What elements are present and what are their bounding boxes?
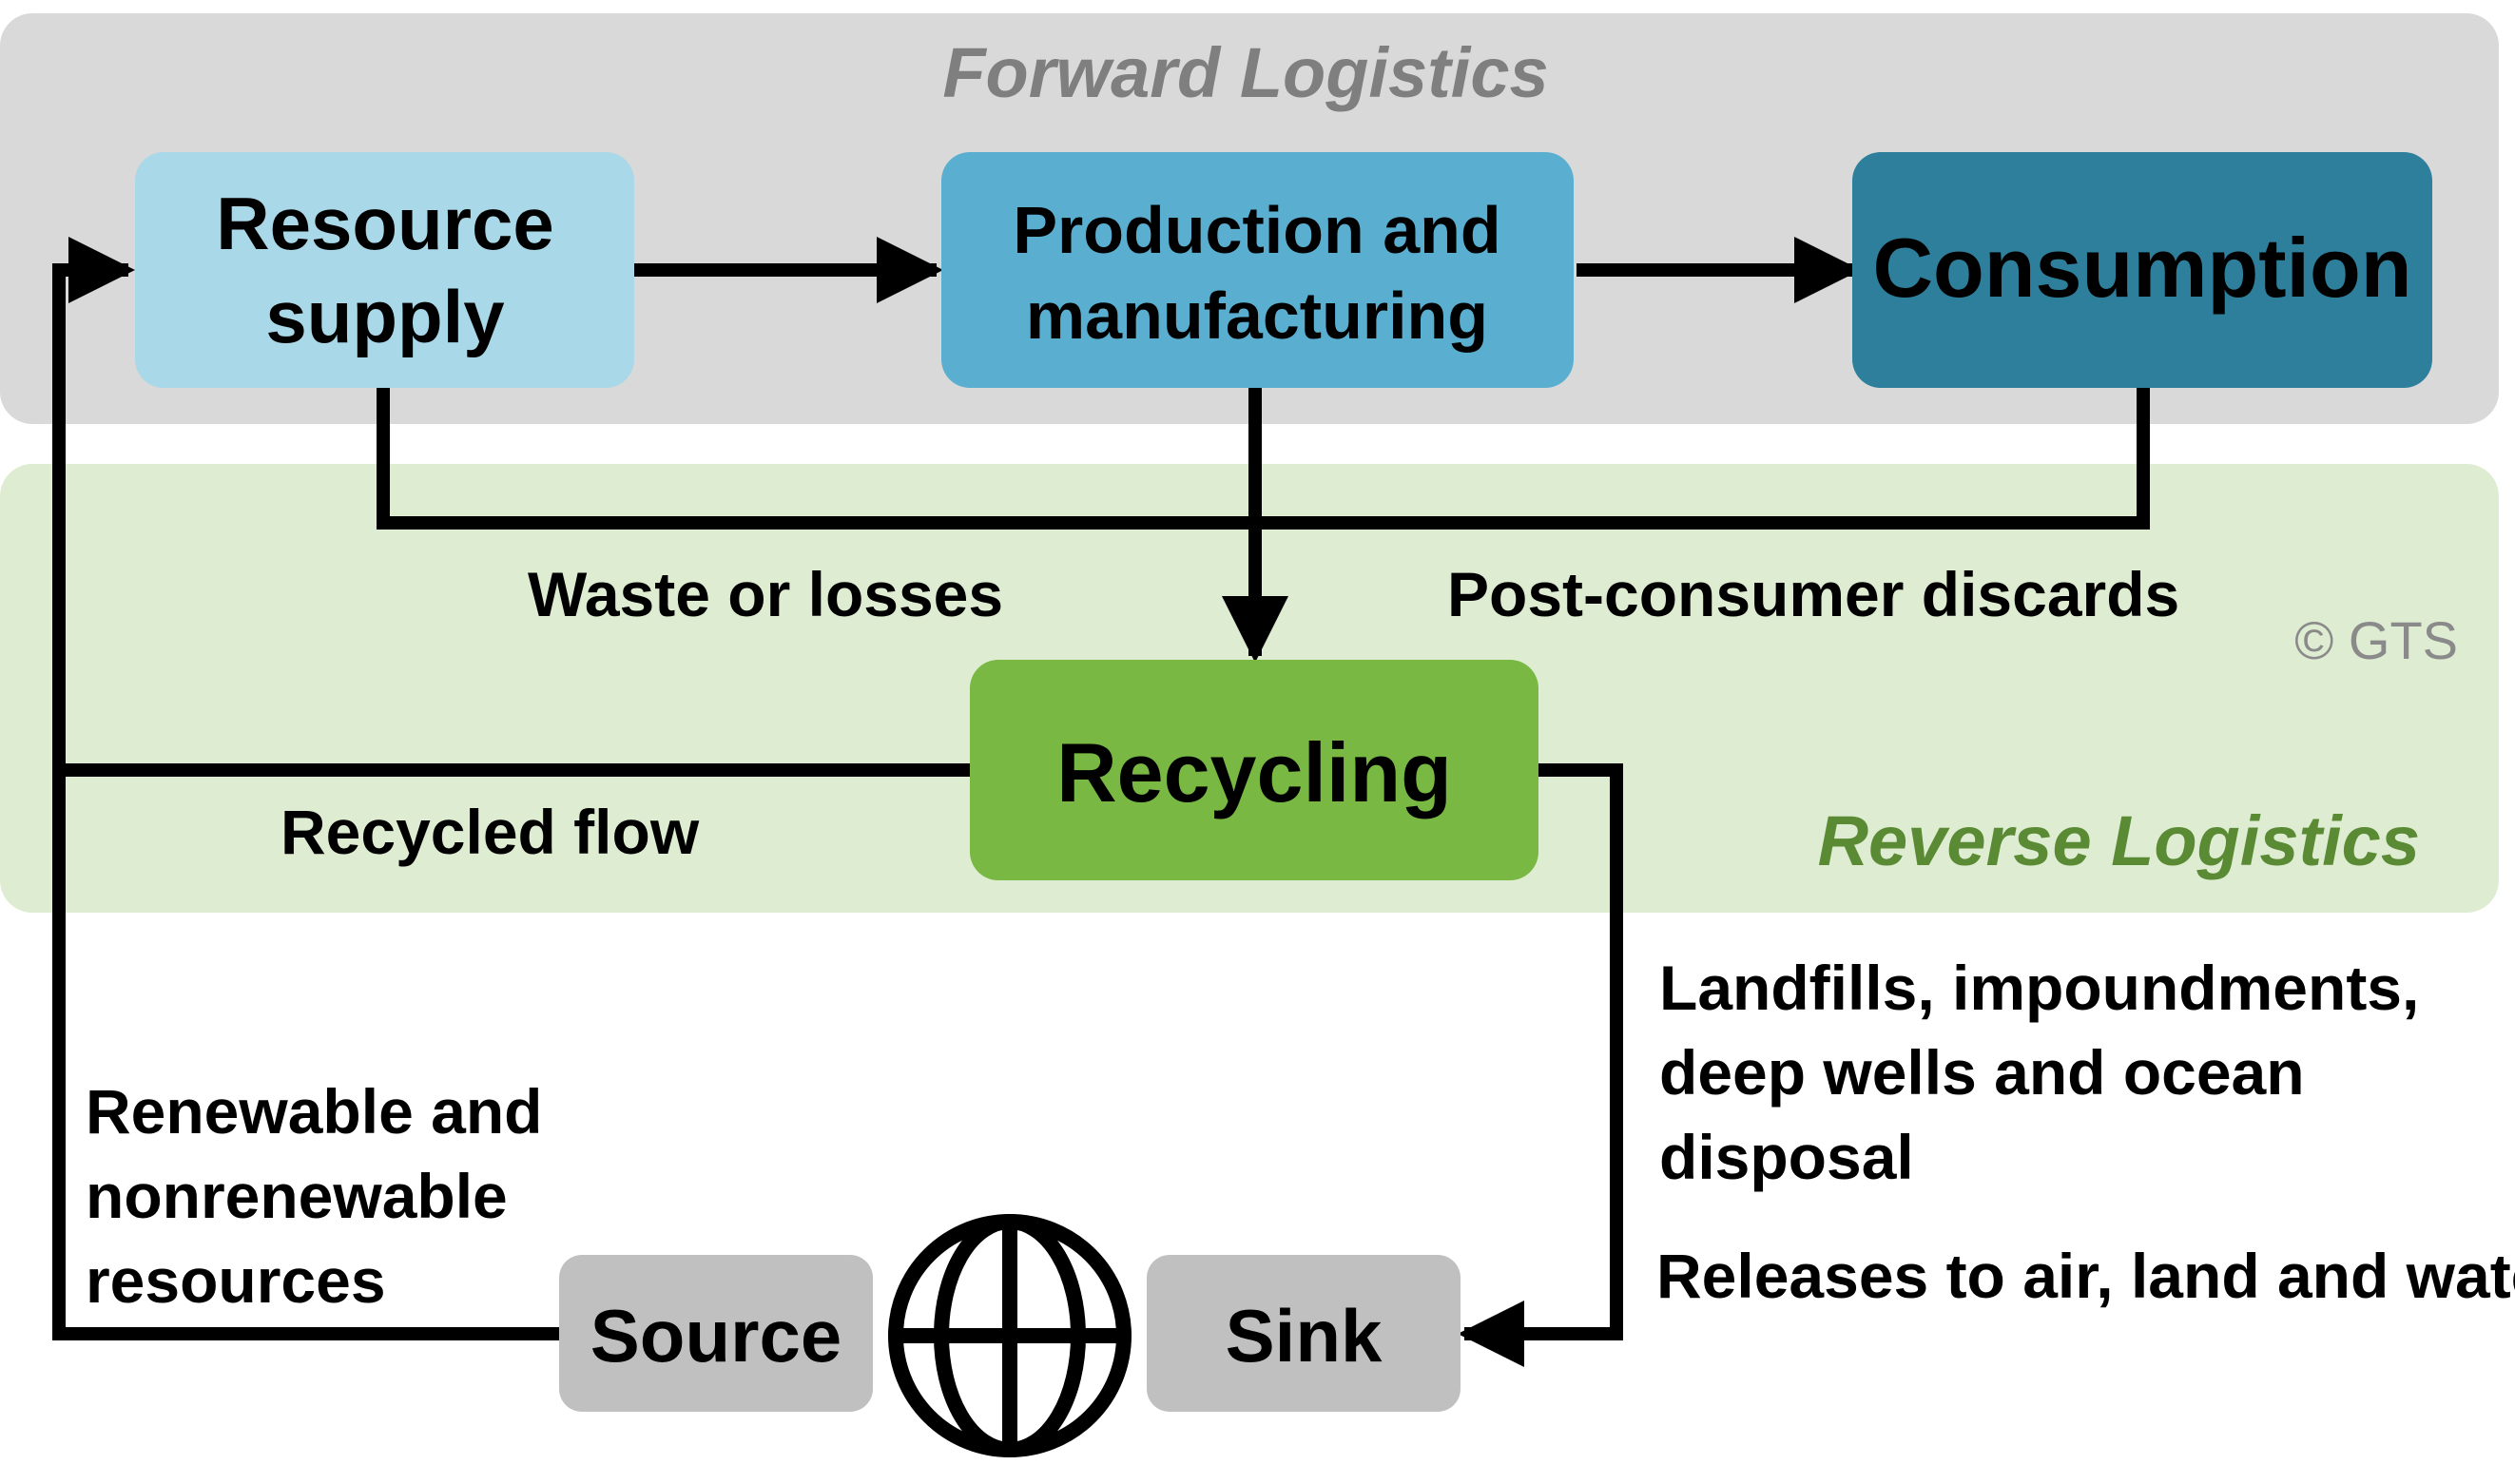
resources-line-1: Renewable and xyxy=(86,1076,542,1147)
node-production: Production and manufacturing xyxy=(941,152,1574,388)
releases-label: Releases to air, land and water xyxy=(1656,1241,2515,1311)
post-consumer-label: Post-consumer discards xyxy=(1447,559,2179,629)
recycling-label: Recycling xyxy=(1056,725,1452,819)
resources-line-2: nonrenewable xyxy=(86,1161,508,1231)
reverse-logistics-title: Reverse Logistics xyxy=(1818,801,2420,880)
node-consumption: Consumption xyxy=(1852,152,2432,388)
waste-label: Waste or losses xyxy=(528,559,1003,629)
node-source: Source xyxy=(559,1255,873,1412)
globe-icon xyxy=(888,1214,1132,1457)
consumption-label: Consumption xyxy=(1872,221,2411,315)
disposal-line-1: Landfills, impoundments, xyxy=(1659,953,2419,1023)
arrow-recycling-to-sink xyxy=(1458,763,1623,1367)
forward-logistics-title: Forward Logistics xyxy=(942,33,1548,112)
node-recycling: Recycling xyxy=(970,660,1538,880)
waste-collector-line xyxy=(377,386,2150,530)
source-label: Source xyxy=(590,1294,842,1378)
node-resource-supply: Resource supply xyxy=(135,152,634,388)
arrow-source-to-supply xyxy=(52,237,559,1340)
copyright-text: © GTS xyxy=(2294,610,2458,670)
resource-supply-line-2: supply xyxy=(265,275,504,358)
disposal-line-2: deep wells and ocean xyxy=(1659,1037,2305,1108)
node-sink: Sink xyxy=(1147,1255,1461,1412)
disposal-line-3: disposal xyxy=(1659,1122,1914,1192)
production-line-1: Production and xyxy=(1013,193,1500,267)
resources-line-3: resources xyxy=(86,1245,386,1316)
resource-supply-line-1: Resource xyxy=(216,182,554,265)
sink-label: Sink xyxy=(1226,1294,1383,1378)
recycled-flow-label: Recycled flow xyxy=(281,797,700,867)
production-line-2: manufacturing xyxy=(1026,279,1488,353)
